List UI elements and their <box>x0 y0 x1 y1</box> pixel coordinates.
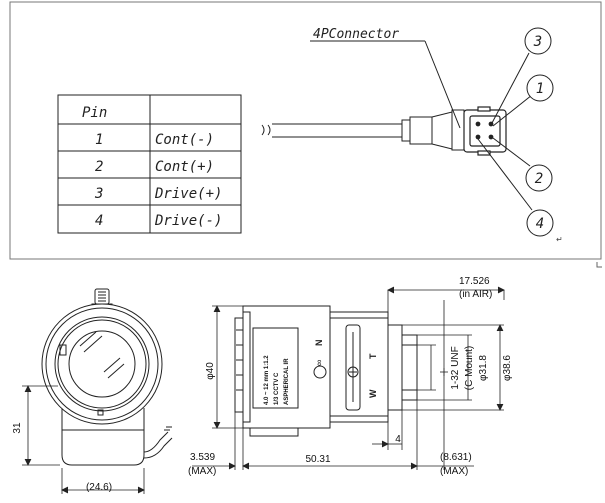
dim-phi-38-6: φ38.6 <box>502 355 513 381</box>
dim-air-value: 17.526 <box>459 276 490 287</box>
pin-number: 2 <box>95 159 103 175</box>
pin-function: Drive(-) <box>154 213 222 229</box>
ring-marker-far: ∞ <box>314 360 324 366</box>
dim-height: 31 <box>12 422 23 434</box>
dim-right-value: (8.631) <box>440 452 472 463</box>
side-view <box>234 305 418 437</box>
ring-marker-tele: T <box>368 353 378 359</box>
callout-circle <box>526 74 554 102</box>
dim-left-note: (MAX) <box>188 466 216 477</box>
connector-label: 4PConnector <box>313 27 399 42</box>
callout-number: 4 <box>536 216 544 232</box>
return-mark: ↵ <box>556 235 563 244</box>
dim-diameter: φ40 <box>205 362 216 380</box>
pin-table-header: Pin <box>82 105 107 121</box>
front-dimensions <box>22 385 145 494</box>
connector-leader <box>424 40 461 129</box>
callout-number: 2 <box>535 171 543 187</box>
callout-number: 3 <box>533 34 542 50</box>
callout-number: 1 <box>536 81 544 97</box>
center-cross <box>440 368 448 376</box>
dim-right-note: (MAX) <box>440 466 468 477</box>
dim-thread-note: (C Mount) <box>464 346 475 390</box>
dim-length: 50.31 <box>305 454 330 465</box>
dim-width: (24.6) <box>86 482 112 493</box>
lens-label-line: 4.0 ~ 12 mm 1:1.2 <box>264 355 270 405</box>
callout-circle <box>526 209 554 237</box>
pin-number: 3 <box>94 186 103 202</box>
callout-circle <box>525 164 553 192</box>
ring-marker-wide: W <box>368 389 378 398</box>
callout-leaders <box>477 52 533 211</box>
lens-label-line: ASPHERICAL IR <box>284 358 290 405</box>
side-dimensions <box>192 286 505 470</box>
top-panel-border <box>9 1 602 260</box>
callout-circle <box>524 27 552 55</box>
pin-function: Cont(+) <box>155 159 214 175</box>
dim-air-note: (in AIR) <box>459 289 492 300</box>
ring-marker-near: N <box>314 340 324 347</box>
cable <box>261 109 465 151</box>
pin-function: Cont(-) <box>155 132 214 148</box>
dim-flange: 4 <box>395 434 401 445</box>
dim-phi-31-8: φ31.8 <box>478 355 489 381</box>
corner-mark <box>596 262 602 268</box>
front-view <box>41 288 173 466</box>
pin-number: 4 <box>95 213 103 229</box>
pin-number: 1 <box>95 132 103 148</box>
pin-table <box>57 94 242 234</box>
dim-left-value: 3.539 <box>190 452 215 463</box>
pin-function: Drive(+) <box>154 186 222 202</box>
dim-thread: 1-32 UNF <box>450 346 461 389</box>
lens-label-line: 1/3 CCTV C <box>274 372 280 405</box>
connector-body <box>463 106 507 156</box>
